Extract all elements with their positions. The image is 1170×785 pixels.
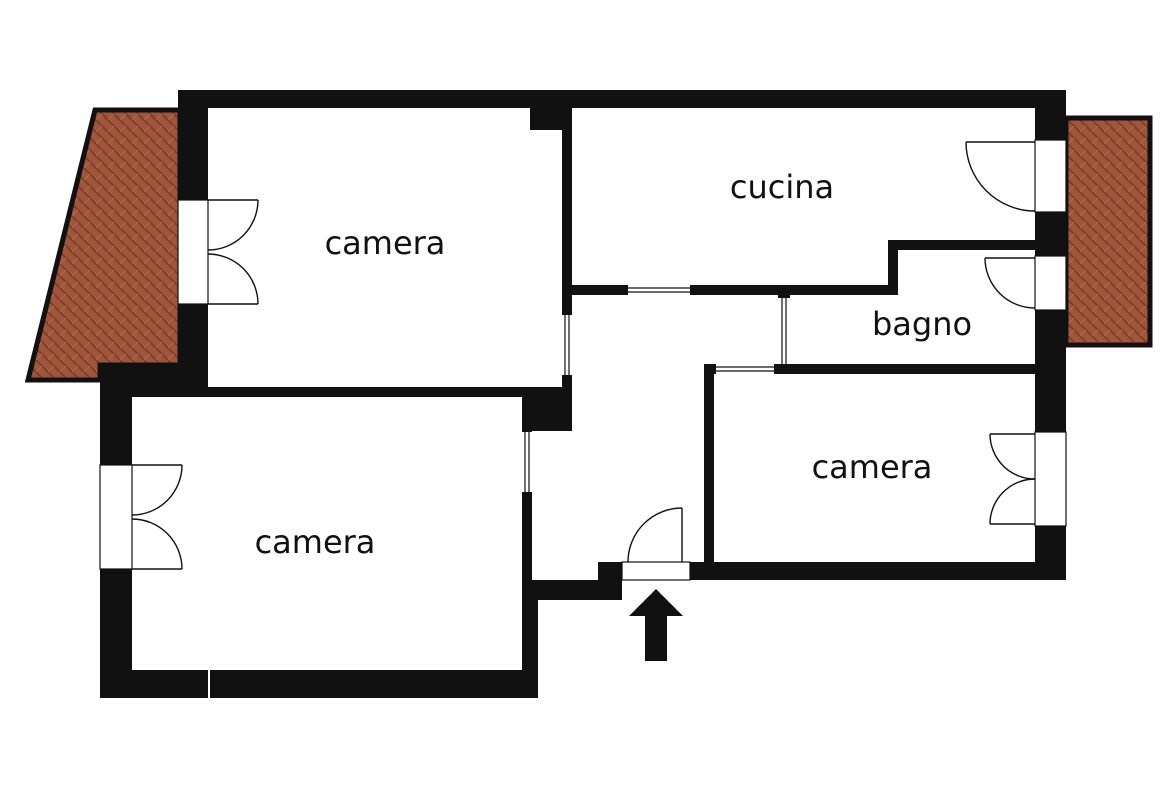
- window-frames: [99, 139, 1067, 581]
- balcony-right: [1063, 115, 1153, 348]
- room-label-camera-bottom-left: camera: [255, 523, 376, 561]
- room-label-cucina: cucina: [730, 168, 834, 206]
- room-label-camera-top-left: camera: [325, 224, 446, 262]
- room-label-bagno: bagno: [872, 305, 972, 343]
- room-label-camera-right: camera: [812, 448, 933, 486]
- wall-openings: [100, 140, 1066, 698]
- door-swings: [131, 141, 1036, 570]
- walls: [100, 90, 1066, 698]
- balcony-left: [24, 107, 183, 383]
- arrow-up-icon: [629, 589, 683, 661]
